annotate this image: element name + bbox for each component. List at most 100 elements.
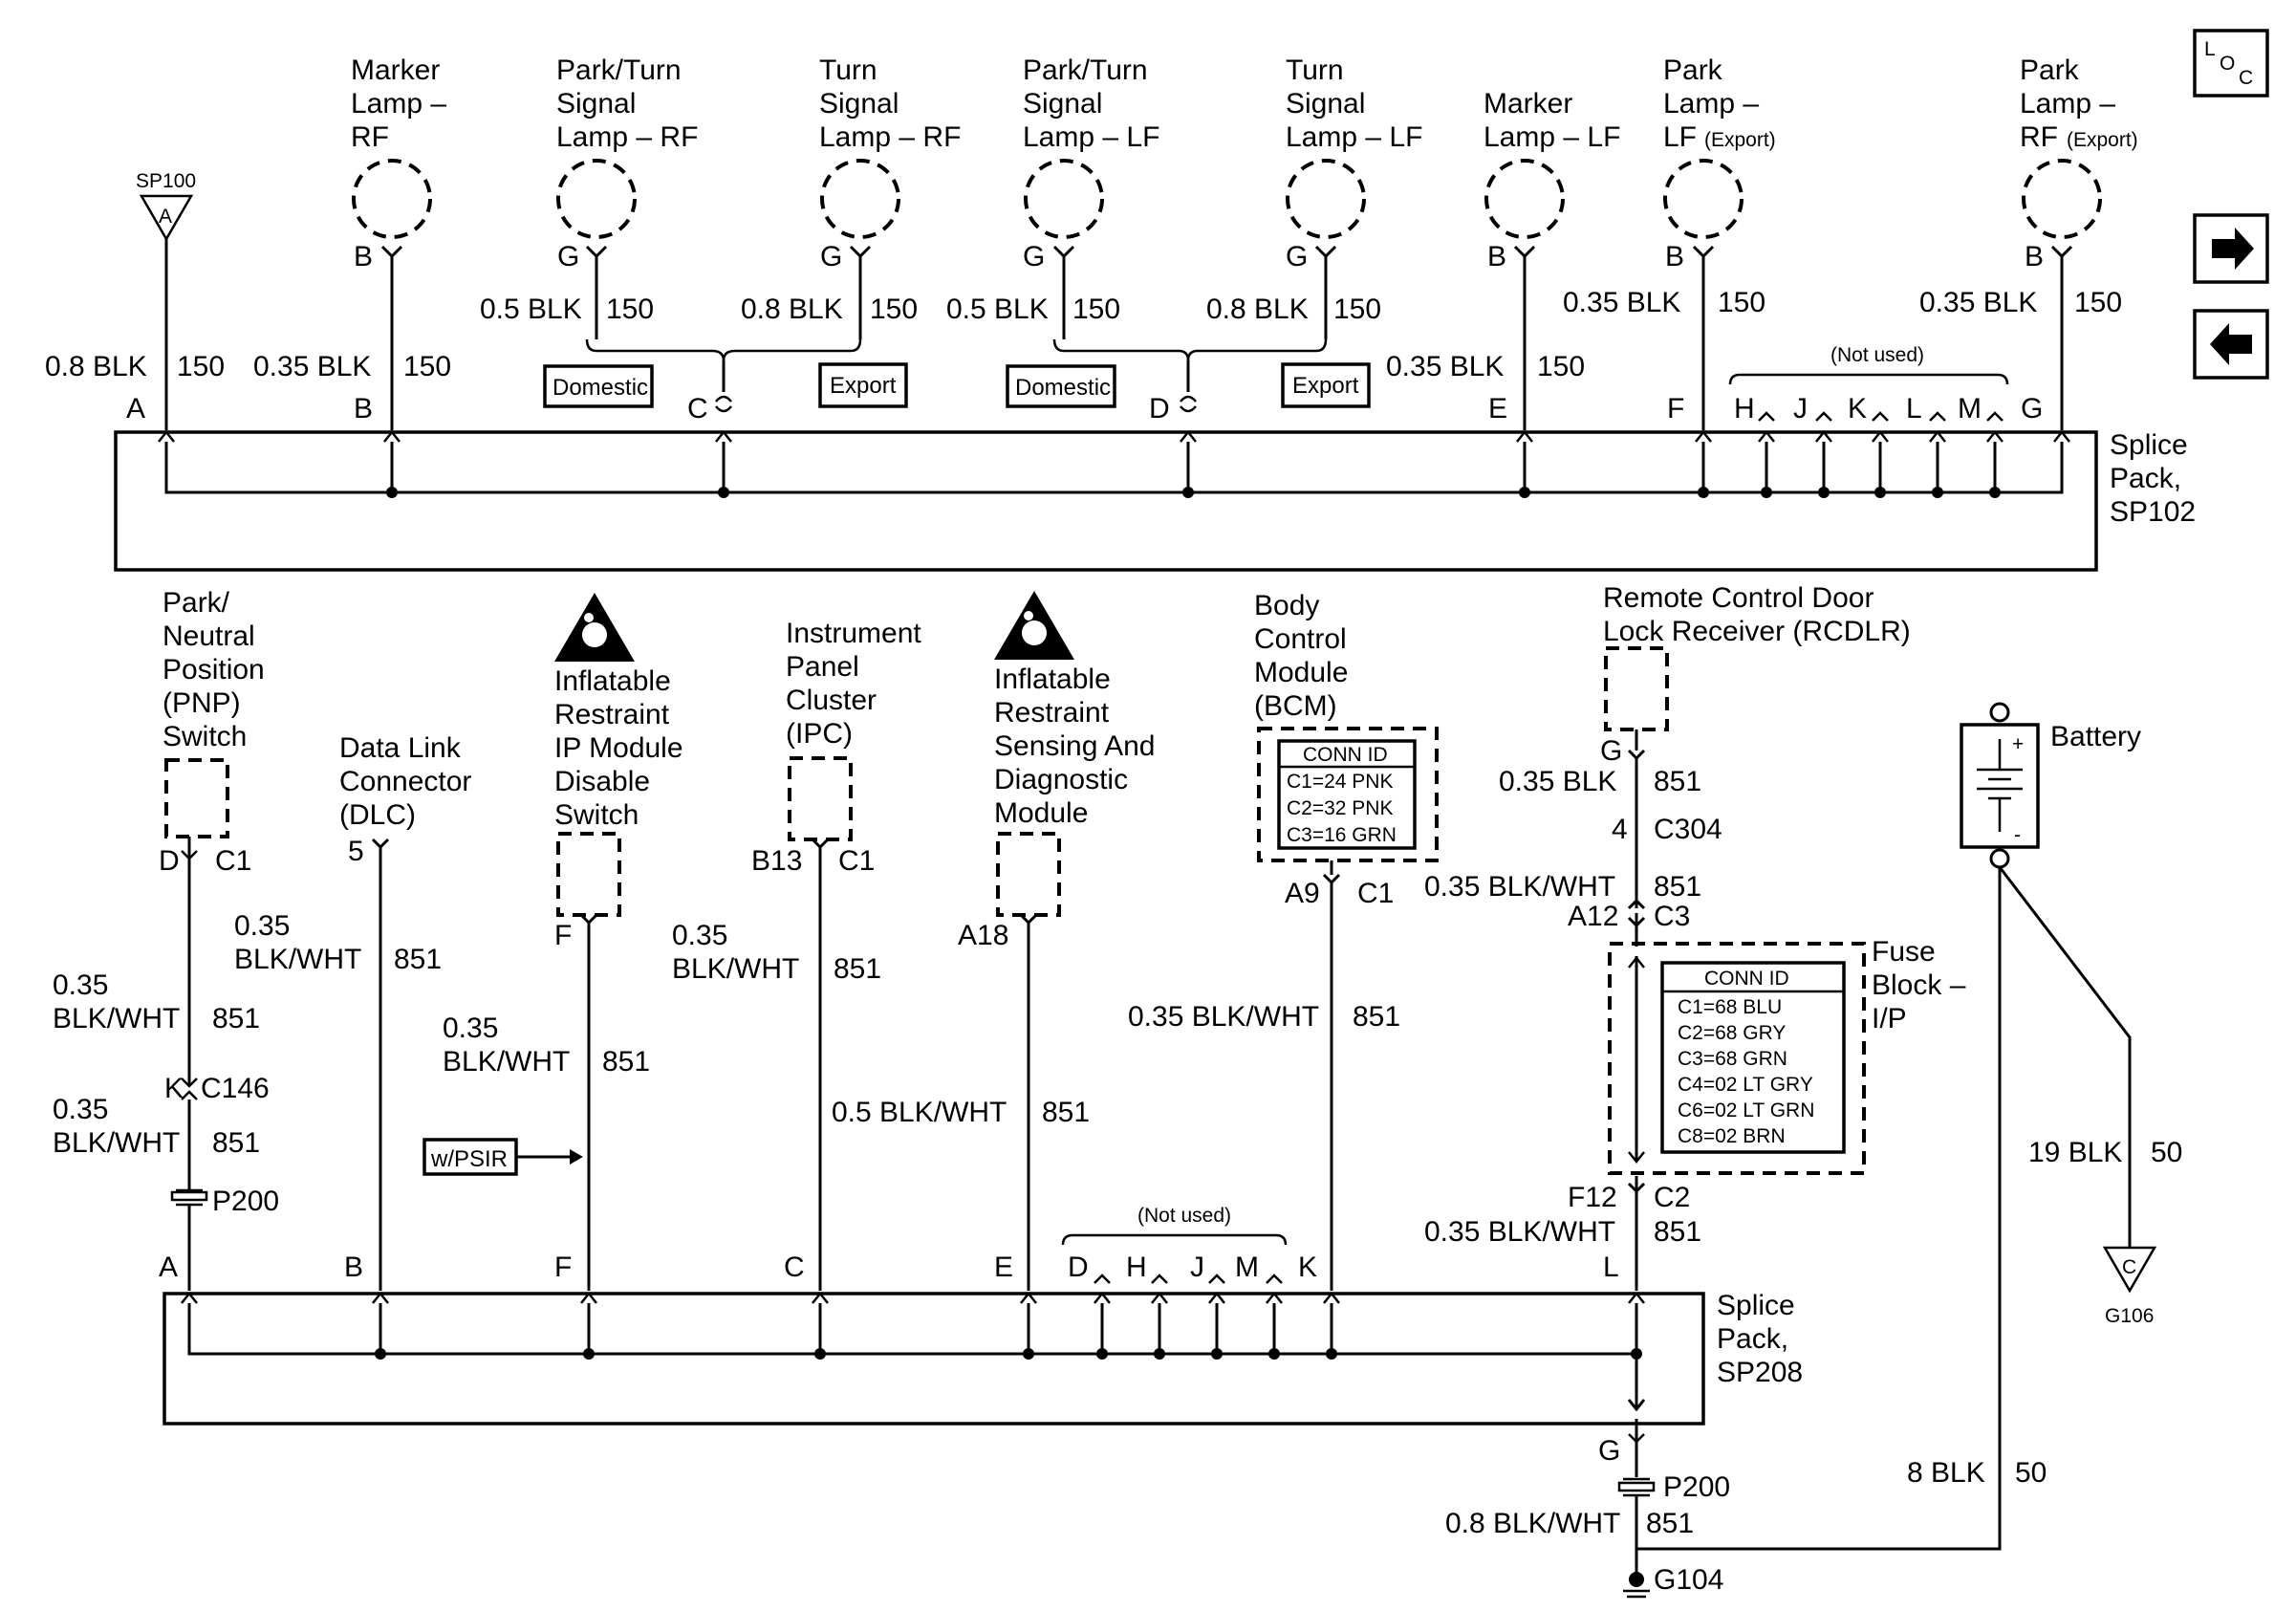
- svg-text:Park/: Park/: [162, 587, 230, 619]
- svg-text:C: C: [784, 1252, 805, 1283]
- svg-text:150: 150: [1718, 287, 1765, 318]
- component-turn-lamp-lf: Turn Signal Lamp – LF: [1286, 54, 1422, 153]
- svg-text:F12: F12: [1568, 1182, 1617, 1213]
- svg-text:H: H: [1126, 1252, 1147, 1283]
- top-wire-labels: 0.8 BLK 150 0.35 BLK 150 0.5 BLK 150 0.8…: [45, 287, 2122, 382]
- svg-text:Marker: Marker: [351, 54, 440, 86]
- svg-text:B: B: [1487, 241, 1506, 272]
- svg-text:0.35 BLK: 0.35 BLK: [253, 351, 371, 382]
- svg-text:Lamp – LF: Lamp – LF: [1023, 121, 1159, 153]
- svg-text:0.35 BLK/WHT: 0.35 BLK/WHT: [1128, 1001, 1319, 1033]
- svg-text:D: D: [1149, 393, 1170, 425]
- component-turn-lamp-rf: Turn Signal Lamp – RF: [819, 54, 961, 153]
- svg-text:Domestic: Domestic: [552, 375, 648, 401]
- connector-c146: K C146: [164, 1073, 270, 1104]
- svg-text:Lamp –: Lamp –: [1663, 88, 1759, 120]
- bottom-wires: [181, 729, 2132, 1579]
- svg-text:Fuse: Fuse: [1872, 936, 1936, 968]
- svg-text:CONN ID: CONN ID: [1303, 744, 1388, 766]
- svg-text:Control: Control: [1254, 623, 1347, 655]
- svg-text:0.35: 0.35: [234, 910, 290, 942]
- component-parkturn-lamp-lf: Park/Turn Signal Lamp – LF: [1023, 54, 1159, 153]
- svg-text:C2=68 GRY: C2=68 GRY: [1678, 1022, 1786, 1044]
- svg-text:SP102: SP102: [2110, 496, 2196, 528]
- svg-text:BLK/WHT: BLK/WHT: [234, 944, 361, 975]
- svg-text:G: G: [1600, 735, 1622, 767]
- loc-icon-l: L: [2204, 38, 2216, 60]
- svg-text:851: 851: [1042, 1097, 1090, 1128]
- svg-text:Inflatable: Inflatable: [554, 665, 671, 697]
- svg-text:B13: B13: [751, 845, 802, 877]
- connector-c304: 4 C304: [1612, 814, 1722, 845]
- ground-g104-icon: G104: [1623, 1564, 1723, 1599]
- svg-text:SP100: SP100: [136, 170, 196, 192]
- lamp-parkturn-rf-icon: [556, 159, 637, 239]
- svg-text:Inflatable: Inflatable: [994, 664, 1111, 695]
- svg-text:Cluster: Cluster: [786, 685, 877, 716]
- svg-text:F: F: [554, 1252, 572, 1283]
- next-page-arrow-icon[interactable]: [2193, 213, 2269, 284]
- svg-text:(DLC): (DLC): [339, 799, 416, 831]
- svg-text:Instrument: Instrument: [786, 618, 921, 649]
- svg-text:C2=32 PNK: C2=32 PNK: [1287, 797, 1393, 819]
- svg-text:G104: G104: [1654, 1564, 1723, 1596]
- svg-text:0.35: 0.35: [672, 920, 727, 951]
- svg-text:C1: C1: [1357, 878, 1394, 909]
- svg-text:4: 4: [1612, 814, 1628, 845]
- top-wires: [164, 239, 2073, 430]
- svg-text:G: G: [1286, 241, 1308, 272]
- svg-text:C304: C304: [1654, 814, 1722, 845]
- svg-text:G: G: [2021, 393, 2043, 425]
- option-bracket-lf: [1052, 338, 1328, 392]
- export-box-lf: Export: [1281, 362, 1371, 408]
- svg-text:B: B: [354, 241, 373, 272]
- svg-text:C3=16 GRN: C3=16 GRN: [1287, 824, 1397, 846]
- component-parkturn-lamp-rf: Park/Turn Signal Lamp – RF: [556, 54, 698, 153]
- svg-text:+: +: [2012, 733, 2024, 755]
- svg-text:CONN ID: CONN ID: [1704, 968, 1789, 990]
- component-bcm: Body Control Module (BCM) CONN ID C1=24 …: [1254, 590, 1439, 862]
- component-marker-lamp-rf: Marker Lamp – RF: [351, 54, 446, 153]
- svg-text:A: A: [159, 206, 172, 228]
- w-psir-option: w/PSIR: [422, 1138, 583, 1176]
- component-dlc: Data Link Connector (DLC): [339, 732, 471, 831]
- loc-icon[interactable]: L O C: [2193, 29, 2269, 98]
- svg-text:150: 150: [870, 294, 918, 325]
- bottom-component-pins: D C1 5 F B13 C1 A18 A9 C1 G: [159, 735, 1622, 951]
- not-used-bracket-top: (Not used): [1728, 344, 2009, 385]
- domestic-box-lf: Domestic: [1006, 364, 1116, 408]
- svg-text:50: 50: [2151, 1137, 2182, 1168]
- svg-text:C3: C3: [1654, 901, 1690, 932]
- svg-text:Signal: Signal: [819, 88, 899, 120]
- svg-text:C1: C1: [838, 845, 875, 877]
- svg-text:A: A: [126, 393, 145, 425]
- svg-text:G106: G106: [2105, 1305, 2154, 1327]
- svg-text:0.35 BLK/WHT: 0.35 BLK/WHT: [1424, 871, 1615, 903]
- svg-text:150: 150: [1072, 294, 1120, 325]
- svg-text:Body: Body: [1254, 590, 1319, 621]
- svg-text:851: 851: [1654, 766, 1701, 797]
- prev-page-arrow-icon[interactable]: [2193, 309, 2269, 380]
- svg-text:851: 851: [394, 944, 442, 975]
- svg-text:Pack,: Pack,: [1717, 1323, 1788, 1355]
- svg-text:0.35: 0.35: [53, 969, 108, 1001]
- svg-text:851: 851: [212, 1003, 260, 1034]
- svg-text:Park/Turn: Park/Turn: [1023, 54, 1148, 86]
- svg-text:BLK/WHT: BLK/WHT: [672, 953, 799, 985]
- svg-text:C1=24 PNK: C1=24 PNK: [1287, 771, 1393, 793]
- svg-text:L: L: [1906, 393, 1922, 425]
- svg-text:Turn: Turn: [819, 54, 877, 86]
- svg-text:C1=68 BLU: C1=68 BLU: [1678, 996, 1782, 1018]
- sp102-pins: A B C D E F H J K L M G: [126, 393, 2043, 425]
- svg-text:Lamp – LF: Lamp – LF: [1286, 121, 1422, 153]
- svg-text:B: B: [2025, 241, 2044, 272]
- svg-text:150: 150: [606, 294, 654, 325]
- component-ipc: Instrument Panel Cluster (IPC): [786, 618, 921, 841]
- svg-text:(Not used): (Not used): [1830, 344, 1924, 366]
- svg-text:Neutral: Neutral: [162, 620, 255, 652]
- svg-text:Pack,: Pack,: [2110, 463, 2181, 494]
- splice-pack-sp208: Splice Pack, SP208: [162, 1290, 1803, 1426]
- svg-text:F: F: [554, 920, 572, 951]
- svg-text:0.5 BLK: 0.5 BLK: [946, 294, 1049, 325]
